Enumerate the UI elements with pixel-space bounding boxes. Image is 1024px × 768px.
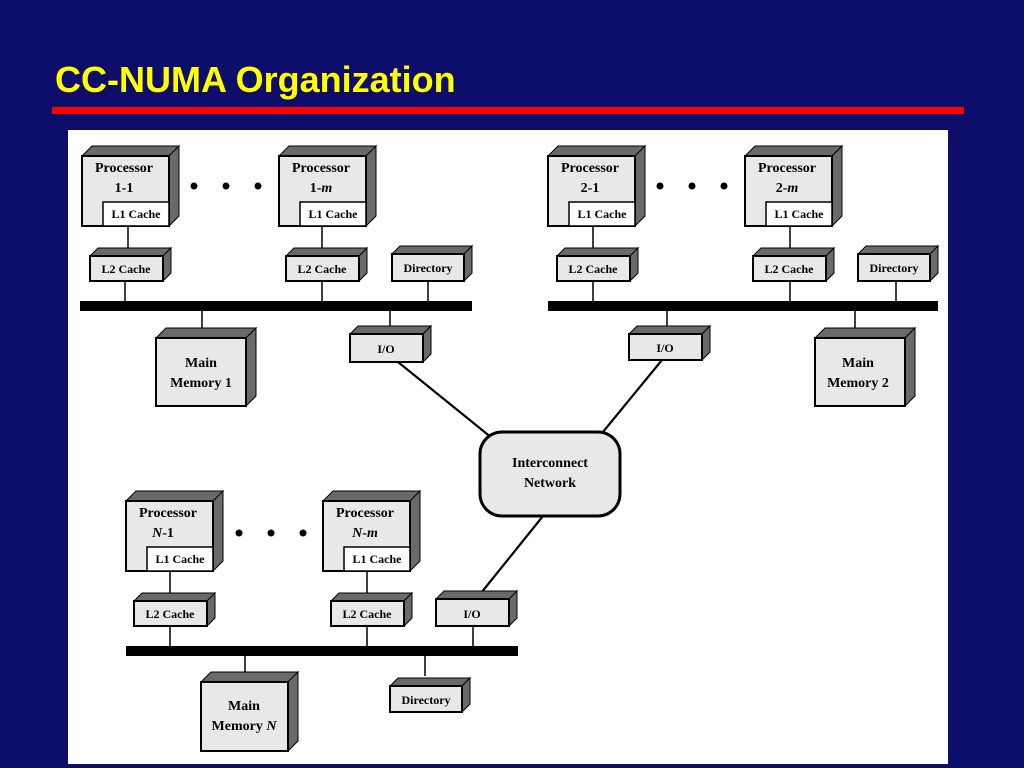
processor-id: N-m [351,526,378,541]
l2-cache-box: L2 Cache [751,246,836,283]
main-memory-box: Main Memory 1 [154,326,258,408]
l2-cache-label: L2 Cache [298,262,348,276]
io-box: I/O [627,324,712,362]
directory-box: Directory [388,676,472,714]
dots [190,182,262,190]
slide-title: CC-NUMA Organization [55,59,456,100]
directory-label: Directory [869,261,918,275]
node-n: Processor N-1 L1 Cache Processor N-m L1 … [124,489,519,753]
node-1: Processor 1-1 L1 Cache Processor 1-m L1 … [80,144,474,408]
directory-label: Directory [403,261,452,275]
l2-cache-box: L2 Cache [284,246,369,283]
memory-label: Main [185,356,217,371]
processor-box: Processor 1-m L1 Cache [277,144,378,228]
processor-box: Processor 1-1 L1 Cache [80,144,181,228]
l2-cache-label: L2 Cache [569,262,619,276]
l2-cache-box: L2 Cache [132,591,217,628]
directory-box: Directory [390,244,474,283]
l1-cache-label: L1 Cache [578,207,628,221]
node-1-bus [80,301,472,311]
processor-box: Processor 2-m L1 Cache [743,144,844,228]
memory-label: Main [228,699,260,714]
l2-cache-label: L2 Cache [765,262,815,276]
memory-id: Memory 2 [827,376,889,391]
interconnect-network: Interconnect Network [478,430,622,518]
l2-cache-box: L2 Cache [555,246,640,283]
l1-cache-label: L1 Cache [309,207,359,221]
l2-cache-box: L2 Cache [329,591,414,628]
title-underline [52,107,964,114]
processor-id: 2-m [776,181,799,196]
processor-label: Processor [561,161,619,176]
dots [235,529,307,537]
directory-label: Directory [401,693,450,707]
l2-cache-label: L2 Cache [102,262,152,276]
memory-label: Main [842,356,874,371]
diagram-svg: Processor 1-1 L1 Cache Processor 1-m L1 … [80,144,940,753]
l2-cache-label: L2 Cache [343,607,393,621]
processor-id: N-1 [151,526,174,541]
io-box: I/O [434,589,519,628]
processor-label: Processor [95,161,153,176]
l1-cache-label: L1 Cache [775,207,825,221]
main-memory-box: Main Memory 2 [813,326,917,408]
memory-id: Memory N [212,719,278,734]
directory-box: Directory [856,244,940,283]
node-2-bus [548,301,938,311]
dots [656,182,728,190]
network-links [397,359,663,599]
io-label: I/O [463,607,480,621]
l1-cache-label: L1 Cache [353,552,403,566]
processor-id: 1-1 [115,181,134,196]
processor-label: Processor [292,161,350,176]
l1-cache-label: L1 Cache [112,207,162,221]
processor-label: Processor [758,161,816,176]
processor-box: Processor N-1 L1 Cache [124,489,225,573]
l2-cache-box: L2 Cache [88,246,173,283]
interconnect-label: Interconnect [512,456,588,471]
processor-label: Processor [139,506,197,521]
io-label: I/O [656,341,673,355]
processor-box: Processor N-m L1 Cache [321,489,422,573]
processor-box: Processor 2-1 L1 Cache [546,144,647,228]
processor-id: 2-1 [581,181,600,196]
io-label: I/O [377,342,394,356]
node-n-bus [126,646,518,656]
memory-id: Memory 1 [170,376,232,391]
node-2: Processor 2-1 L1 Cache Processor 2-m L1 … [546,144,940,408]
cc-numa-diagram: Processor 1-1 L1 Cache Processor 1-m L1 … [68,130,948,764]
network-label: Network [524,476,576,491]
l2-cache-label: L2 Cache [146,607,196,621]
main-memory-box: Main Memory N [199,670,300,753]
processor-id: 1-m [310,181,333,196]
io-box: I/O [348,324,433,364]
l1-cache-label: L1 Cache [156,552,206,566]
processor-label: Processor [336,506,394,521]
